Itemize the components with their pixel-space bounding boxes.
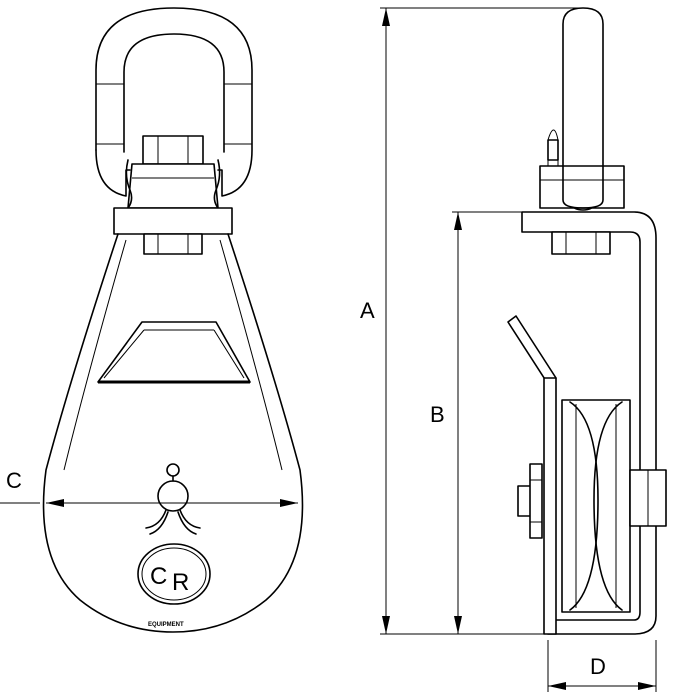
- logo-brand-text: EQUIPMENT: [148, 622, 184, 628]
- top-nut-front: [142, 135, 204, 165]
- dimension-label-c: C: [6, 468, 22, 493]
- swivel-block-side: [539, 165, 625, 209]
- collar-plate-front: [113, 207, 233, 235]
- lower-nut-front: [143, 233, 203, 255]
- dimension-label-b: B: [430, 402, 445, 427]
- sheave-side: [561, 399, 667, 613]
- axle-bolt-side: [517, 463, 543, 539]
- logo-letter-c: C: [150, 563, 167, 590]
- cheek-plate-front: [42, 233, 304, 633]
- frame-side: [521, 211, 657, 635]
- dimension-label-d: D: [590, 654, 606, 679]
- dimension-label-a: A: [360, 298, 375, 323]
- guard-plate-front: [97, 321, 251, 384]
- dimension-b: B: [430, 211, 522, 634]
- logo-letter-r: R: [172, 569, 189, 596]
- swivel-neck-front: [125, 159, 221, 209]
- dimension-c: C: [0, 468, 298, 507]
- swivel-eye-front: [95, 7, 253, 197]
- pin-hook-front: [145, 463, 201, 535]
- dimension-a: A: [360, 7, 580, 635]
- front-view: C R EQUIPMENT C: [0, 7, 304, 633]
- cr-logo: C R EQUIPMENT: [137, 543, 211, 628]
- side-view: A B D: [360, 7, 667, 692]
- dimension-d: D: [547, 640, 657, 692]
- latch-arm-side: [507, 315, 557, 635]
